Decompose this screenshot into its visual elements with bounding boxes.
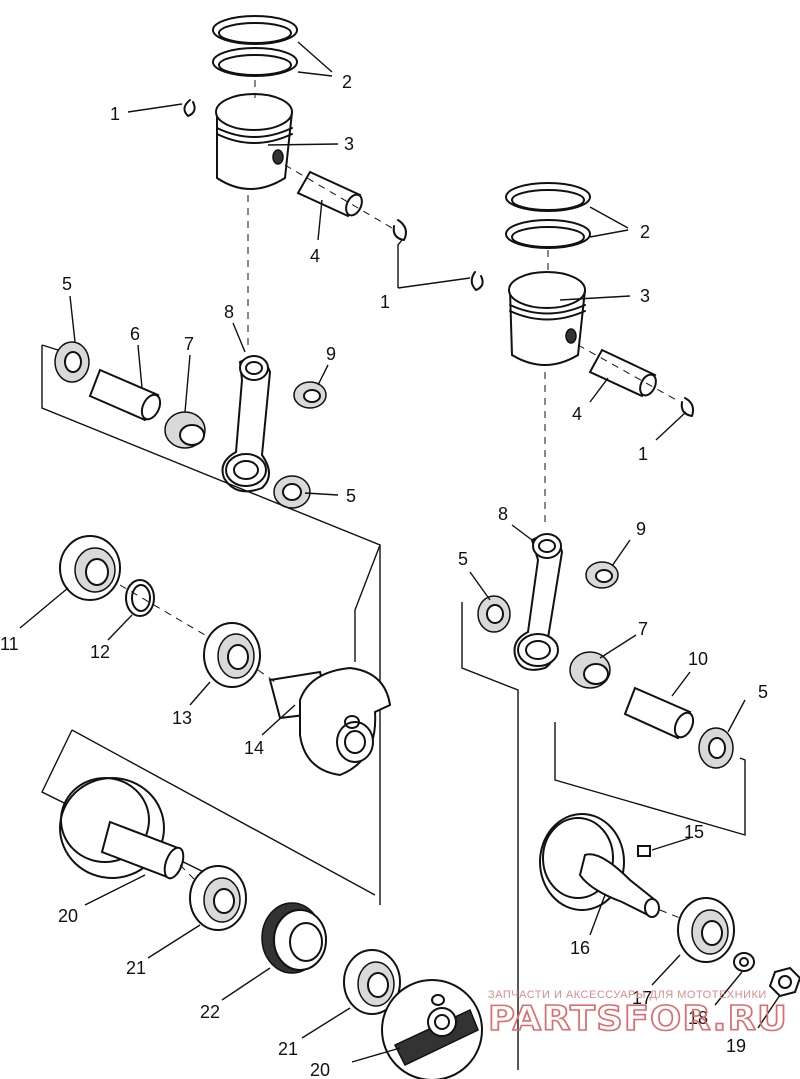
callout-5-right-washer: 5 xyxy=(758,682,768,702)
watermark-tagline: ЗАПЧАСТИ И АКСЕССУАРЫ ДЛЯ МОТОТЕХНИКИ xyxy=(488,989,767,1001)
callout-1-center: 1 xyxy=(380,292,390,312)
callout-20-lower: 20 xyxy=(310,1060,330,1079)
callout-12: 12 xyxy=(90,642,110,662)
callout-numbers: 1 2 3 4 5 6 7 8 9 5 1 2 3 4 1 8 9 5 7 10… xyxy=(0,72,768,1079)
callout-4-left: 4 xyxy=(310,246,320,266)
callout-9-right: 9 xyxy=(636,519,646,539)
callout-14: 14 xyxy=(244,738,264,758)
callout-7-right: 7 xyxy=(638,619,648,639)
callout-3-right: 3 xyxy=(640,286,650,306)
callout-5-top-left: 5 xyxy=(62,274,72,294)
left-crank-assembly xyxy=(59,535,392,777)
callout-5-mid-left: 5 xyxy=(346,486,356,506)
callout-9-left: 9 xyxy=(326,344,336,364)
leader-lines xyxy=(19,41,781,1063)
callout-13: 13 xyxy=(172,708,192,728)
callout-18: 18 xyxy=(688,1008,708,1028)
callout-3-left: 3 xyxy=(344,134,354,154)
callout-2-right: 2 xyxy=(640,222,650,242)
lower-crank-assembly xyxy=(41,729,483,1079)
callout-11: 11 xyxy=(0,634,19,654)
watermark: ЗАПЧАСТИ И АКСЕССУАРЫ ДЛЯ МОТОТЕХНИКИ PA… xyxy=(487,989,788,1040)
callout-21-lower: 21 xyxy=(278,1039,298,1059)
callout-8-left: 8 xyxy=(224,302,234,322)
callout-7-left: 7 xyxy=(184,334,194,354)
callout-19: 19 xyxy=(726,1036,746,1056)
callout-1-right: 1 xyxy=(638,444,648,464)
left-connecting-rod-assembly xyxy=(41,341,381,905)
watermark-logo-text: PARTSFOR.RU xyxy=(488,999,788,1039)
callout-1-left: 1 xyxy=(110,104,120,124)
left-piston-assembly xyxy=(183,15,407,350)
right-connecting-rod-assembly xyxy=(461,533,746,1070)
callout-10: 10 xyxy=(688,649,708,669)
callout-17: 17 xyxy=(632,988,652,1008)
right-crank-assembly xyxy=(539,813,800,998)
callout-21-upper: 21 xyxy=(126,958,146,978)
callout-4-right: 4 xyxy=(572,404,582,424)
callout-6: 6 xyxy=(130,324,140,344)
callout-2-left: 2 xyxy=(342,72,352,92)
right-piston-assembly xyxy=(470,182,695,525)
callout-16: 16 xyxy=(570,938,590,958)
callout-8-right: 8 xyxy=(498,504,508,524)
callout-22: 22 xyxy=(200,1002,220,1022)
callout-15: 15 xyxy=(684,822,704,842)
callout-5-right-rod: 5 xyxy=(458,549,468,569)
callout-20-upper: 20 xyxy=(58,906,78,926)
